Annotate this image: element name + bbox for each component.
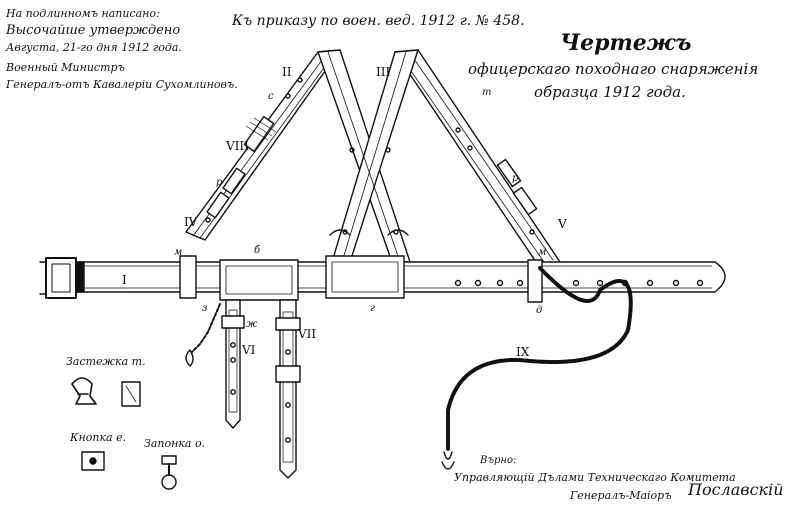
label-letter-zh: ж [246,319,258,330]
sword-strap-VI [185,299,245,429]
stud-detail [161,455,177,490]
button-detail [81,451,105,471]
label-I: I [122,273,127,287]
label-letter-m-left: м [174,247,183,258]
label-V: V [558,217,567,231]
belt-loops [179,255,543,303]
label-III: III [376,65,391,79]
drawing-subtitle-2: образца 1912 года. [534,83,686,101]
footer-line-1: Управляющій Дълами Техническаго Комитета [454,471,736,484]
strap-III [394,49,561,269]
approval-line-1: На подлинномъ написано: [6,7,160,20]
clasp-detail [71,377,141,407]
label-letter-g: г [370,303,376,314]
clasp-caption: Застежка т. [66,355,146,368]
label-letter-m-right: м [538,247,547,258]
label-letter-r-right: р [512,173,519,184]
order-reference: Къ приказу по воен. вед. 1912 г. № 458. [232,13,525,29]
label-IV: IV [184,215,198,229]
label-VII: VII [298,327,317,341]
drawing-title: Чертежъ [560,30,692,56]
label-letter-s: с [268,91,274,102]
approval-line-2: Высочайше утверждено [6,23,181,38]
label-IX: IX [516,345,530,359]
label-letter-r-left: р [216,177,223,188]
label-VIII: VIII [226,139,249,153]
label-II: II [282,65,292,79]
button-caption: Кнопка е. [70,431,127,444]
label-letter-d: д [536,305,543,316]
label-VI: VI [242,343,256,357]
stud-caption: Запонка о. [144,437,206,450]
cross-straps [317,49,419,263]
label-letter-t: т [482,87,492,98]
lanyard-IX [441,266,633,470]
approval-line-5: Генералъ-отъ Кавалеріи Сухомлиновъ. [6,78,238,91]
sword-strap-VII [275,299,301,479]
signature: Пославскій [688,480,784,499]
footer-line-2: Генералъ-Маіоръ [570,489,672,502]
label-letter-b: б [254,245,261,256]
verno-label: Върно: [480,455,517,466]
strap-II [185,49,341,241]
label-letter-z: з [202,303,208,314]
approval-line-3: Августа, 21-го дня 1912 года. [6,41,182,54]
approval-line-4: Военный Министръ [6,61,125,74]
drawing-subtitle-1: офицерскаго походнаго снаряженія [468,60,759,78]
